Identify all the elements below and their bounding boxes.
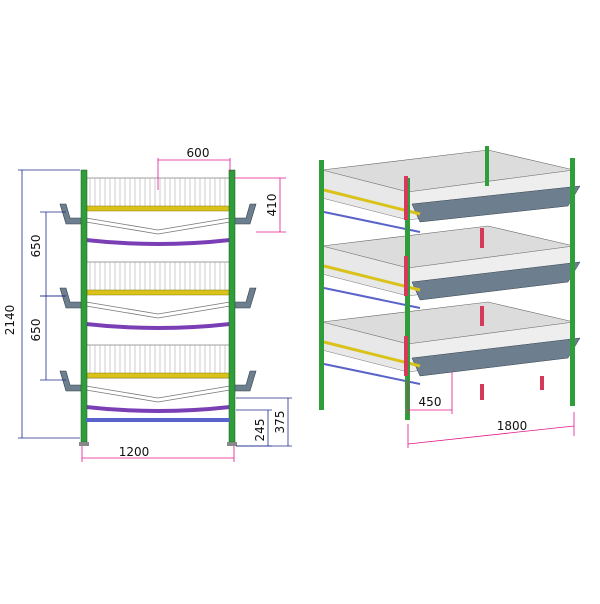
- dim-label-tier-spacing-upper: 650: [29, 235, 43, 258]
- dim-line-depth-step: [407, 372, 453, 414]
- dim-label-front-width: 1200: [119, 445, 150, 459]
- iso-dimensions: 450 1800: [407, 372, 575, 448]
- bottom-tray: [86, 418, 230, 422]
- cage-floors: [85, 217, 231, 403]
- dim-label-trough-height: 410: [265, 194, 279, 217]
- isometric-view: [319, 146, 581, 420]
- dim-label-cage-length: 1800: [497, 419, 528, 433]
- front-view: [59, 169, 257, 446]
- dim-line-floor-clearance-2: [236, 397, 292, 447]
- dim-line-tier-spacing-upper: [40, 211, 66, 297]
- cage-mesh-middle: [85, 261, 231, 295]
- iso-tier-top: [321, 149, 581, 233]
- dim-line-tier-spacing-lower: [40, 295, 66, 381]
- dim-line-trough-height: [234, 177, 286, 233]
- feeder-bars: [85, 205, 231, 379]
- dim-label-total-height: 2140: [3, 305, 17, 336]
- feed-troughs: [59, 203, 257, 392]
- iso-tier-middle: [321, 225, 581, 309]
- dim-line-top-width: [157, 158, 231, 190]
- dim-label-floor-clearance-1: 245: [253, 419, 267, 442]
- dim-line-front-width: [81, 446, 235, 462]
- dim-label-top-width: 600: [187, 146, 210, 160]
- frame-posts: [79, 169, 237, 446]
- dim-line-cage-length: [407, 412, 575, 448]
- dim-line-total-height: [18, 169, 80, 439]
- manure-belts: [86, 238, 230, 413]
- dim-label-floor-clearance-2: 375: [273, 411, 287, 434]
- iso-brackets: [404, 176, 544, 400]
- dim-label-tier-spacing-lower: 650: [29, 319, 43, 342]
- iso-tier-bottom: [321, 301, 581, 385]
- dim-label-depth-step: 450: [419, 395, 442, 409]
- iso-frame-posts: [319, 146, 575, 420]
- front-dimensions: 2140 650 650 600 410: [3, 146, 292, 462]
